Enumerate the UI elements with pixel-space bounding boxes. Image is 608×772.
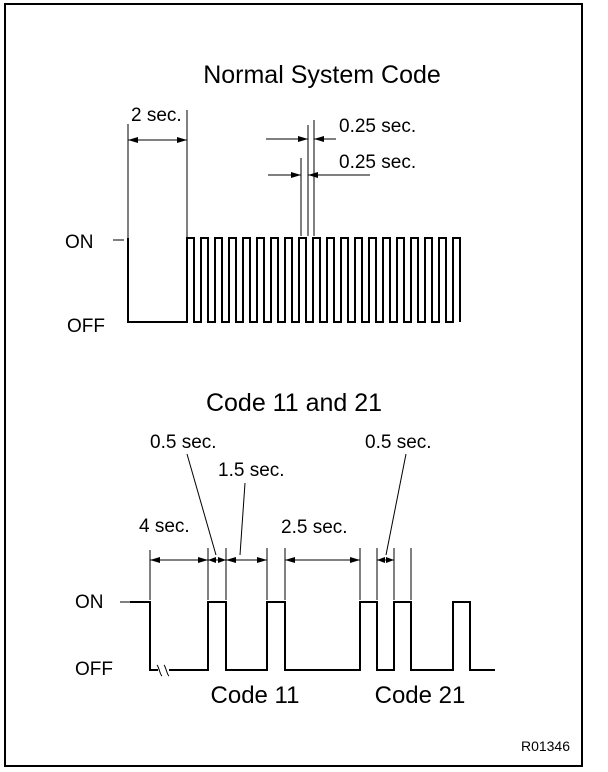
codes-dur-pulse-2: 0.5 sec. <box>365 432 432 453</box>
codes-dur-gap: 1.5 sec. <box>218 460 285 481</box>
normal-off-label: OFF <box>67 316 105 337</box>
normal-dur-initial: 2 sec. <box>131 105 182 126</box>
arrowhead <box>198 557 208 563</box>
arrowhead <box>386 557 394 563</box>
codes-waveform-start <box>130 601 158 671</box>
arrowhead <box>314 136 324 142</box>
codes-dur-pulse-1: 0.5 sec. <box>150 432 217 453</box>
codes-dur-between: 2.5 sec. <box>281 517 348 538</box>
codes-dur-initial: 4 sec. <box>139 516 190 537</box>
arrowhead <box>308 172 318 178</box>
arrowhead <box>285 557 295 563</box>
code-21-label: Code 21 <box>375 682 466 709</box>
arrowhead <box>377 557 385 563</box>
arrowhead <box>128 137 138 143</box>
codes-title: Code 11 and 21 <box>206 389 382 417</box>
code-11-label: Code 11 <box>211 682 300 709</box>
time-break-symbol <box>156 664 170 677</box>
leader-line <box>239 482 246 556</box>
arrowhead <box>257 557 267 563</box>
normal-waveform <box>127 237 461 323</box>
arrowhead <box>218 557 226 563</box>
codes-off-label: OFF <box>75 659 113 680</box>
arrowhead <box>350 557 360 563</box>
leader-line <box>385 453 407 556</box>
arrowhead <box>298 136 308 142</box>
arrowhead <box>177 137 187 143</box>
normal-dur-on: 0.25 sec. <box>339 116 416 137</box>
arrowhead <box>208 557 216 563</box>
diagram-frame <box>4 3 583 767</box>
leader-line <box>186 453 217 556</box>
normal-dur-off: 0.25 sec. <box>339 152 416 173</box>
normal-on-label: ON <box>65 232 94 253</box>
arrowhead <box>291 172 301 178</box>
codes-waveform <box>169 601 495 671</box>
arrowhead <box>150 557 160 563</box>
reference-number: R01346 <box>521 738 570 754</box>
arrowhead <box>226 557 236 563</box>
normal-title: Normal System Code <box>203 61 441 89</box>
codes-on-label: ON <box>75 592 104 613</box>
